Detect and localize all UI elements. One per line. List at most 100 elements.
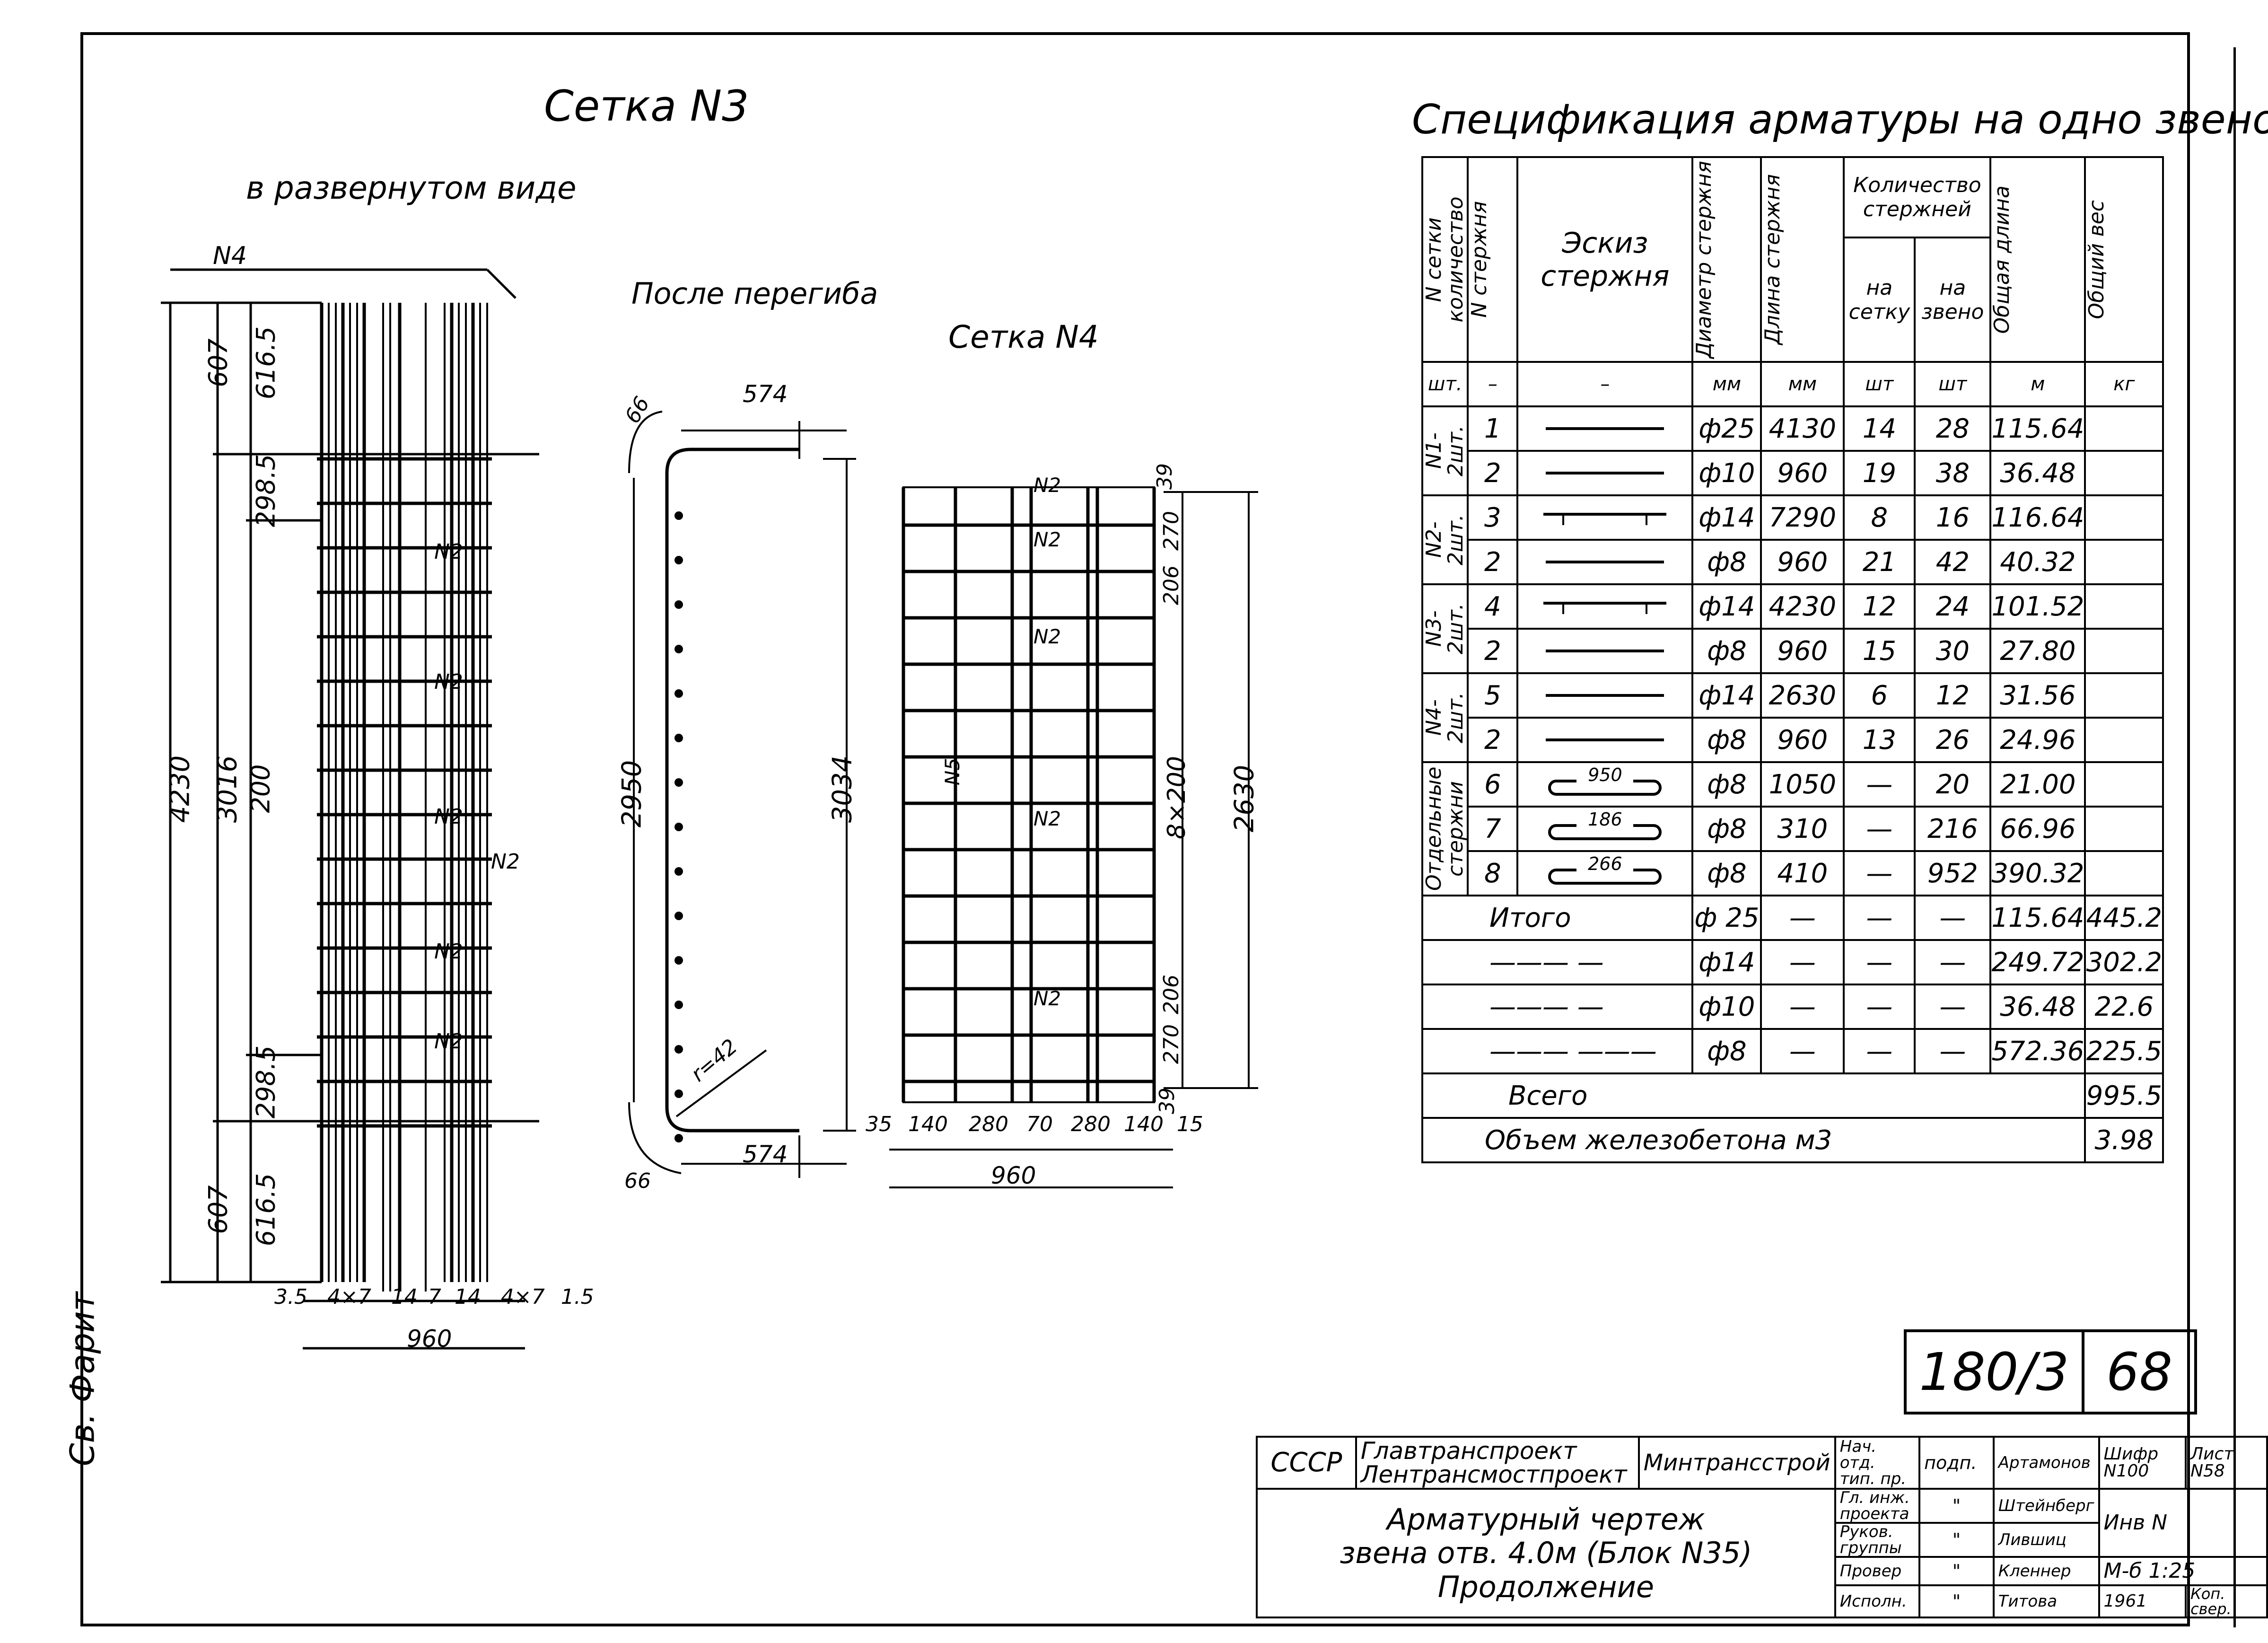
totals-l: — (1760, 984, 1845, 1030)
grand-total-row: Всего 995.5 (1421, 1072, 2164, 1119)
hdr-total-wt: Общий вес (2085, 200, 2109, 319)
rod-sketch (1516, 717, 1694, 764)
rod-sketch: 266 (1516, 850, 1694, 897)
totals-tl: 249.72 (1989, 939, 2086, 986)
bent-dim-bottom-leg: 574 (743, 1141, 788, 1168)
mesh4-bar-label: N2 (1033, 987, 1061, 1010)
totals-tl: 115.64 (1989, 895, 2086, 941)
totals-w: 302.2 (2084, 939, 2164, 986)
qty-per-link: 20 (1914, 761, 1992, 808)
mesh4-bar-label: N5 (941, 757, 964, 786)
qty-per-mesh: 14 (1843, 405, 1916, 452)
mesh4-dim-total: 2630 (1229, 764, 1260, 833)
spec-group-cell: Отдельные стержни (1421, 761, 1469, 897)
bar-section-dot (674, 689, 683, 698)
total-length: 115.64 (1989, 405, 2086, 452)
qty-per-link: 30 (1914, 628, 1992, 675)
tb-ussr: СССР (1256, 1436, 1357, 1490)
rod-length: 4230 (1760, 583, 1845, 630)
total-length: 116.64 (1989, 494, 2086, 541)
mesh4-dim: 206 (1159, 975, 1183, 1014)
mesh4-bar-label: N2 (1033, 807, 1061, 830)
straight-bar-sketch (1546, 472, 1664, 475)
totals-tl: 572.36 (1989, 1028, 2086, 1075)
bar-section-dot (674, 1045, 683, 1054)
totals-w: 22.6 (2084, 984, 2164, 1030)
dim: 70 (1026, 1112, 1053, 1136)
rod-number: 3 (1467, 494, 1519, 541)
totals-pm: — (1843, 895, 1916, 941)
right-margin-line (2233, 47, 2236, 1627)
rod-sketch: 950 (1516, 761, 1694, 808)
totals-d: ф 25 (1691, 895, 1762, 941)
rod-length: 310 (1760, 806, 1845, 852)
dim: 140 (1123, 1112, 1164, 1136)
mesh3-drawing (161, 268, 539, 1350)
straight-bar-sketch (1546, 694, 1664, 697)
tb-ministry: Минтрансстрой (1638, 1436, 1836, 1490)
totals-label: ——— — (1421, 984, 1694, 1030)
mesh4-dim: 8×200 (1162, 756, 1191, 839)
hook-length: 950 (1588, 764, 1622, 786)
tb-list: Лист N58 (2185, 1436, 2268, 1490)
total-length: 66.96 (1989, 806, 2086, 852)
mesh3-bar-label: N2 (434, 805, 463, 829)
unit: шт. (1421, 361, 1469, 408)
mesh3-dim-total: 4230 (165, 755, 196, 823)
unit: кг (2084, 361, 2164, 408)
bar-section-dot (674, 511, 683, 520)
tb-sign: " (1918, 1522, 1995, 1558)
tb-role: Гл. инж. проекта (1834, 1488, 1921, 1524)
tb-name: Титова (1992, 1584, 2100, 1618)
totals-pm: — (1843, 984, 1916, 1030)
rod-diameter: ф10 (1691, 450, 1762, 497)
dim: 4×7 (500, 1285, 545, 1309)
mesh3-bottom-dims: 3.5 4×7 14 7 14 4×7 1.5 (274, 1287, 594, 1308)
rod-sketch (1516, 539, 1694, 586)
total-length: 24.96 (1989, 717, 2086, 764)
totals-d: ф14 (1691, 939, 1762, 986)
sheet-number-box: 180/3 68 (1904, 1329, 2197, 1415)
bent-dim-top-leg: 574 (743, 380, 788, 408)
spec-group-label: N2-2шт. (1422, 514, 1468, 566)
mesh4-drawing (889, 486, 1258, 1188)
rod-length: 7290 (1760, 494, 1845, 541)
rod-length: 960 (1760, 450, 1845, 497)
mesh4-title: Сетка N4 (948, 319, 1099, 355)
qty-per-mesh: 15 (1843, 628, 1916, 675)
spec-group-label: Отдельные стержни (1422, 767, 1468, 891)
unit: мм (1691, 361, 1762, 408)
rod-diameter: ф8 (1691, 717, 1762, 764)
total-length: 31.56 (1989, 672, 2086, 719)
rod-length: 960 (1760, 628, 1845, 675)
tb-copy: Коп. свер. (2185, 1584, 2268, 1618)
mesh3-bar-label: N2 (434, 940, 463, 964)
qty-per-mesh: 21 (1843, 539, 1916, 586)
grand-total-label: Всего (1421, 1072, 2086, 1119)
bar-section-dot (674, 956, 683, 965)
mesh3-bar-label: N2 (491, 850, 520, 874)
rod-number: 1 (1467, 405, 1519, 452)
qty-per-mesh: — (1843, 761, 1916, 808)
rod-sketch (1516, 494, 1694, 541)
rod-sketch (1516, 628, 1694, 675)
mesh4-bar-label: N2 (1033, 474, 1061, 497)
totals-d: ф8 (1691, 1028, 1762, 1075)
bar-section-dot (674, 734, 683, 742)
total-weight (2084, 583, 2164, 630)
dim: 280 (1070, 1112, 1111, 1136)
rod-number: 4 (1467, 583, 1519, 630)
tb-role: Исполн. (1834, 1584, 1921, 1618)
tb-name: Лившиц (1992, 1522, 2100, 1558)
rod-sketch (1516, 583, 1694, 630)
mesh3-dim-bot3: 298.5 (251, 1045, 281, 1119)
rod-length: 4130 (1760, 405, 1845, 452)
totals-w: 445.2 (2084, 895, 2164, 941)
totals-tl: 36.48 (1989, 984, 2086, 1030)
total-weight (2084, 672, 2164, 719)
totals-pl: — (1914, 895, 1992, 941)
totals-pm: — (1843, 1028, 1916, 1075)
spec-table: N сетки количество N стержня Эскиз стерж… (1421, 156, 2164, 1164)
qty-per-link: 16 (1914, 494, 1992, 541)
